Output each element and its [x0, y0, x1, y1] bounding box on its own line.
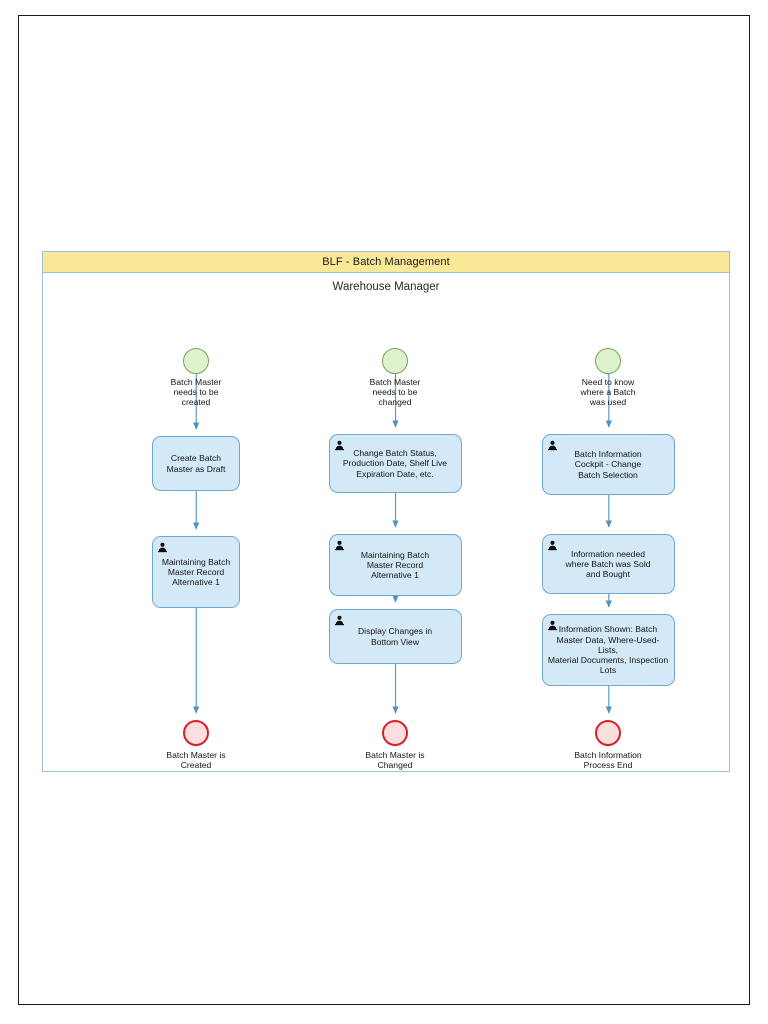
task-create-batch-master-as-draft-label: Create Batch Master as Draft — [166, 453, 226, 474]
bpmn-pool: BLF - Batch Management Warehouse Manager… — [42, 251, 730, 772]
user-task-icon — [547, 438, 558, 451]
task-information-shown-batch-master-data[interactable]: Information Shown: Batch Master Data, Wh… — [541, 614, 675, 686]
end-event-batch-information-process-end[interactable] — [595, 720, 621, 746]
pool-title: BLF - Batch Management — [322, 256, 450, 268]
start-event-need-to-know-where-batch-used-label: Need to know where a Batch was used — [580, 377, 636, 407]
task-change-batch-status-label: Change Batch Status, Production Date, Sh… — [342, 448, 448, 479]
user-task-icon — [157, 540, 168, 553]
end-event-batch-master-is-changed[interactable] — [382, 720, 408, 746]
task-maintaining-batch-master-record-alt1-change[interactable]: Maintaining Batch Master Record Alternat… — [328, 534, 462, 596]
document-page: BLF - Batch Management Warehouse Manager… — [18, 15, 750, 1005]
task-create-batch-master-as-draft[interactable]: Create Batch Master as Draft — [152, 436, 240, 491]
start-event-batch-master-needs-created-label: Batch Master needs to be created — [170, 377, 222, 407]
user-task-icon — [334, 538, 345, 551]
start-event-need-to-know-where-batch-used[interactable] — [595, 348, 621, 374]
task-information-needed-where-batch-sold-bought[interactable]: Information needed where Batch was Sold … — [541, 534, 675, 594]
user-task-icon — [547, 538, 558, 551]
end-event-batch-master-is-changed-label: Batch Master is Changed — [365, 750, 425, 770]
task-maintaining-batch-master-record-alt1-create[interactable]: Maintaining Batch Master Record Alternat… — [152, 536, 240, 608]
start-event-batch-master-needs-changed[interactable] — [382, 348, 408, 374]
bpmn-lane-warehouse-manager: Warehouse Manager Batch Master needs to … — [43, 273, 729, 771]
user-task-icon — [334, 613, 345, 626]
user-task-icon — [334, 438, 345, 451]
task-batch-information-cockpit-change-batch-selection[interactable]: Batch Information Cockpit - Change Batch… — [541, 434, 675, 495]
pool-header: BLF - Batch Management — [43, 252, 729, 273]
task-display-changes-in-bottom-view-label: Display Changes in Bottom View — [357, 626, 433, 647]
task-maintaining-batch-master-record-alt1-create-label: Maintaining Batch Master Record Alternat… — [161, 556, 231, 588]
task-maintaining-batch-master-record-alt1-change-label: Maintaining Batch Master Record Alternat… — [360, 549, 430, 581]
lane-title: Warehouse Manager — [332, 281, 440, 293]
task-information-needed-where-batch-sold-bought-label: Information needed where Batch was Sold … — [565, 548, 651, 580]
end-event-batch-master-is-created[interactable] — [183, 720, 209, 746]
end-event-batch-information-process-end-label: Batch Information Process End — [574, 750, 642, 770]
start-event-batch-master-needs-changed-label: Batch Master needs to be changed — [369, 377, 421, 407]
task-batch-information-cockpit-change-batch-selection-label: Batch Information Cockpit - Change Batch… — [574, 449, 642, 480]
task-display-changes-in-bottom-view[interactable]: Display Changes in Bottom View — [328, 609, 462, 664]
user-task-icon — [547, 618, 558, 631]
start-event-batch-master-needs-created[interactable] — [183, 348, 209, 374]
end-event-batch-master-is-created-label: Batch Master is Created — [166, 750, 226, 770]
task-change-batch-status[interactable]: Change Batch Status, Production Date, Sh… — [328, 434, 462, 493]
task-information-shown-batch-master-data-label: Information Shown: Batch Master Data, Wh… — [547, 624, 669, 676]
sequence-flow-layer — [193, 374, 612, 714]
